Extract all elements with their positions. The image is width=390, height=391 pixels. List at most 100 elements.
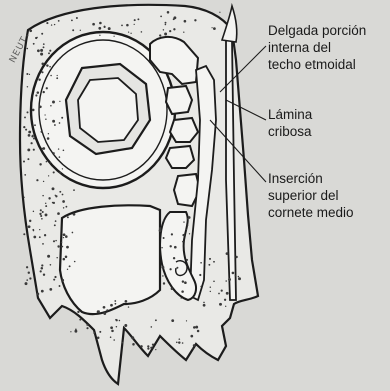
stipple-dot [203,304,206,307]
stipple-dot [181,298,182,299]
stipple-dot [211,27,212,28]
stipple-dot [174,246,177,249]
stipple-dot [187,224,189,226]
stipple-dot [176,267,178,269]
stipple-dot [43,43,45,45]
stipple-dot [37,49,40,52]
stipple-dot [41,264,43,266]
stipple-dot [54,276,56,278]
stipple-dot [43,46,45,48]
stipple-dot [235,275,236,276]
stipple-dot [54,24,55,25]
stipple-dot [59,285,61,287]
stipple-dot [27,158,29,160]
stipple-dot [32,135,33,136]
stipple-dot [147,347,149,349]
stipple-dot [164,33,167,36]
stipple-dot [63,149,65,151]
stipple-dot [65,256,68,259]
stipple-dot [45,205,47,207]
eyeball-inner [78,78,138,142]
stipple-dot [65,235,68,238]
label-techo-line-2: interna del [268,39,366,56]
stipple-dot [218,293,220,295]
stipple-dot [169,268,171,270]
stipple-dot [29,29,32,32]
stipple-dot [57,212,60,215]
stipple-dot [61,242,63,244]
stipple-dot [121,25,123,27]
stipple-dot [50,264,52,266]
stipple-dot [43,273,45,275]
stipple-dot [62,194,64,196]
stipple-dot [37,91,40,94]
stipple-dot [114,300,116,302]
stipple-dot [193,344,196,347]
stipple-dot [67,216,69,218]
stipple-dot [159,229,162,232]
stipple-dot [67,269,68,270]
stipple-dot [41,33,43,35]
stipple-dot [98,27,101,30]
stipple-dot [184,20,187,23]
stipple-dot [165,24,167,26]
stipple-dot [46,161,48,163]
stipple-dot [182,234,184,236]
stipple-dot [165,22,167,24]
label-insercion-line-3: cornete medio [268,204,354,221]
stipple-dot [28,272,30,274]
stipple-dot [125,300,128,303]
stipple-dot [39,229,40,230]
stipple-dot [26,266,28,268]
stipple-dot [137,18,139,20]
stipple-dot [40,270,42,272]
stipple-dot [53,171,55,173]
stipple-dot [63,237,64,238]
stipple-dot [66,246,69,249]
label-techo-line-1: Delgada porción [268,22,366,39]
stipple-dot [39,236,41,238]
stipple-dot [61,279,64,282]
stipple-dot [59,122,61,124]
stipple-dot [53,279,55,281]
stipple-dot [126,24,129,27]
stipple-dot [209,258,211,260]
stipple-dot [110,336,112,338]
stipple-dot [74,261,76,263]
stipple-dot [213,27,216,30]
stipple-dot [54,124,56,126]
stipple-dot [29,74,30,75]
stipple-dot [41,218,43,220]
stipple-dot [46,64,48,66]
stipple-dot [69,265,71,267]
stipple-dot [163,220,165,222]
stipple-dot [70,331,71,332]
stipple-dot [208,264,210,266]
stipple-dot [122,342,124,344]
stipple-dot [29,277,31,279]
stipple-dot [34,124,36,126]
stipple-dot [224,299,226,301]
stipple-dot [93,332,95,334]
stipple-dot [48,175,49,176]
stipple-dot [37,37,38,38]
stipple-dot [203,302,205,304]
stipple-dot [42,243,44,245]
stipple-dot [33,43,35,45]
stipple-dot [23,160,25,162]
stipple-dot [170,245,172,247]
stipple-dot [210,286,211,287]
stipple-dot [52,101,55,104]
stipple-dot [72,232,74,234]
stipple-dot [150,347,152,349]
stipple-dot [103,311,104,312]
stipple-dot [225,280,227,282]
stipple-dot [171,287,174,290]
stipple-dot [141,31,143,33]
stipple-dot [50,162,51,163]
stipple-dot [41,131,43,133]
stipple-dot [55,220,57,222]
stipple-dot [73,213,76,216]
stipple-dot [26,35,28,37]
stipple-dot [116,326,117,327]
